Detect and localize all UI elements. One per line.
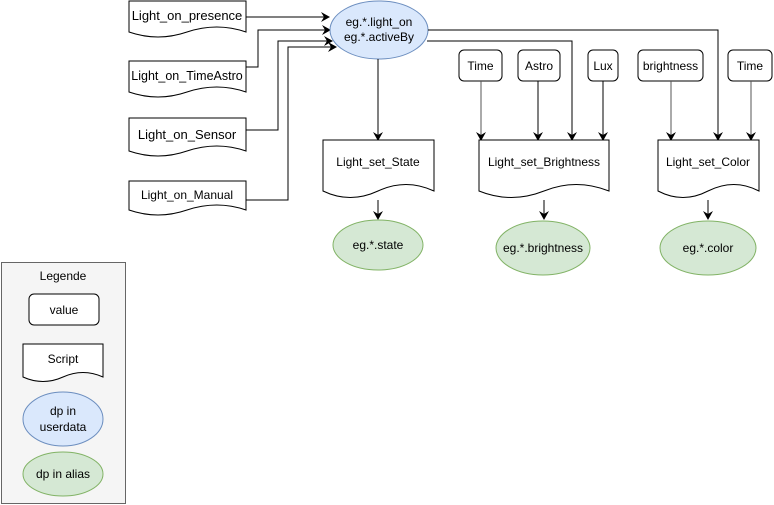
value-lux[interactable]: Lux xyxy=(587,49,619,82)
value-brightness-label: brightness xyxy=(643,59,698,73)
script-set-state[interactable]: Light_set_State xyxy=(322,139,435,198)
edge-timeastro-to-userdata xyxy=(246,25,331,68)
userdata-dp-line2: eg.*.activeBy xyxy=(344,30,414,44)
legend-userdata: dp in userdata xyxy=(22,391,104,447)
legend-title: Legende xyxy=(40,269,87,283)
trigger-sensor-label: Light_on_Sensor xyxy=(138,127,237,142)
trigger-presence-label: Light_on_presence xyxy=(132,8,243,23)
script-set-brightness-label: Light_set_Brightness xyxy=(488,155,600,169)
value-time-1[interactable]: Time xyxy=(458,49,503,82)
legend-script: Script xyxy=(22,343,104,382)
trigger-sensor[interactable]: Light_on_Sensor xyxy=(128,117,247,157)
trigger-timeastro-label: Light_on_TimeAstro xyxy=(131,69,242,83)
legend-value-label: value xyxy=(50,303,79,317)
edge-userdata-to-color xyxy=(428,29,723,141)
alias-dp-state-label: eg.*.state xyxy=(353,238,404,252)
script-set-state-label: Light_set_State xyxy=(336,155,420,169)
value-time-1-label: Time xyxy=(467,59,494,73)
alias-dp-brightness-label: eg.*.brightness xyxy=(503,241,583,255)
alias-dp-color-label: eg.*.color xyxy=(683,241,734,255)
script-set-brightness[interactable]: Light_set_Brightness xyxy=(478,139,610,198)
alias-dp-brightness[interactable]: eg.*.brightness xyxy=(495,220,591,276)
alias-dp-color[interactable]: eg.*.color xyxy=(659,220,757,276)
value-time-2[interactable]: Time xyxy=(727,49,773,82)
trigger-manual[interactable]: Light_on_Manual xyxy=(128,180,247,216)
value-astro[interactable]: Astro xyxy=(517,49,561,82)
legend-value: value xyxy=(28,293,100,326)
legend-alias: dp in alias xyxy=(22,451,104,497)
alias-dp-state[interactable]: eg.*.state xyxy=(332,219,424,271)
script-set-color-label: Light_set_Color xyxy=(666,155,750,169)
value-time-2-label: Time xyxy=(737,59,764,73)
script-set-color[interactable]: Light_set_Color xyxy=(657,139,760,198)
userdata-dp-line1: eg.*.light_on xyxy=(346,15,413,29)
edge-userdata-to-brightness xyxy=(427,40,577,141)
trigger-presence[interactable]: Light_on_presence xyxy=(128,0,247,38)
edge-sensor-to-userdata xyxy=(246,36,333,131)
trigger-timeastro[interactable]: Light_on_TimeAstro xyxy=(128,60,247,98)
edge-manual-to-userdata xyxy=(246,42,337,201)
legend-userdata-line1: dp in xyxy=(50,404,76,418)
legend-alias-label: dp in alias xyxy=(36,467,90,481)
value-brightness[interactable]: brightness xyxy=(637,49,704,82)
legend: Legende value Script dp in userdata dp i… xyxy=(1,262,126,504)
legend-userdata-line2: userdata xyxy=(40,420,87,434)
legend-script-label: Script xyxy=(48,352,79,366)
trigger-manual-label: Light_on_Manual xyxy=(141,188,233,202)
userdata-dp-light-on[interactable]: eg.*.light_on eg.*.activeBy xyxy=(329,0,429,60)
value-astro-label: Astro xyxy=(525,59,553,73)
value-lux-label: Lux xyxy=(593,59,612,73)
